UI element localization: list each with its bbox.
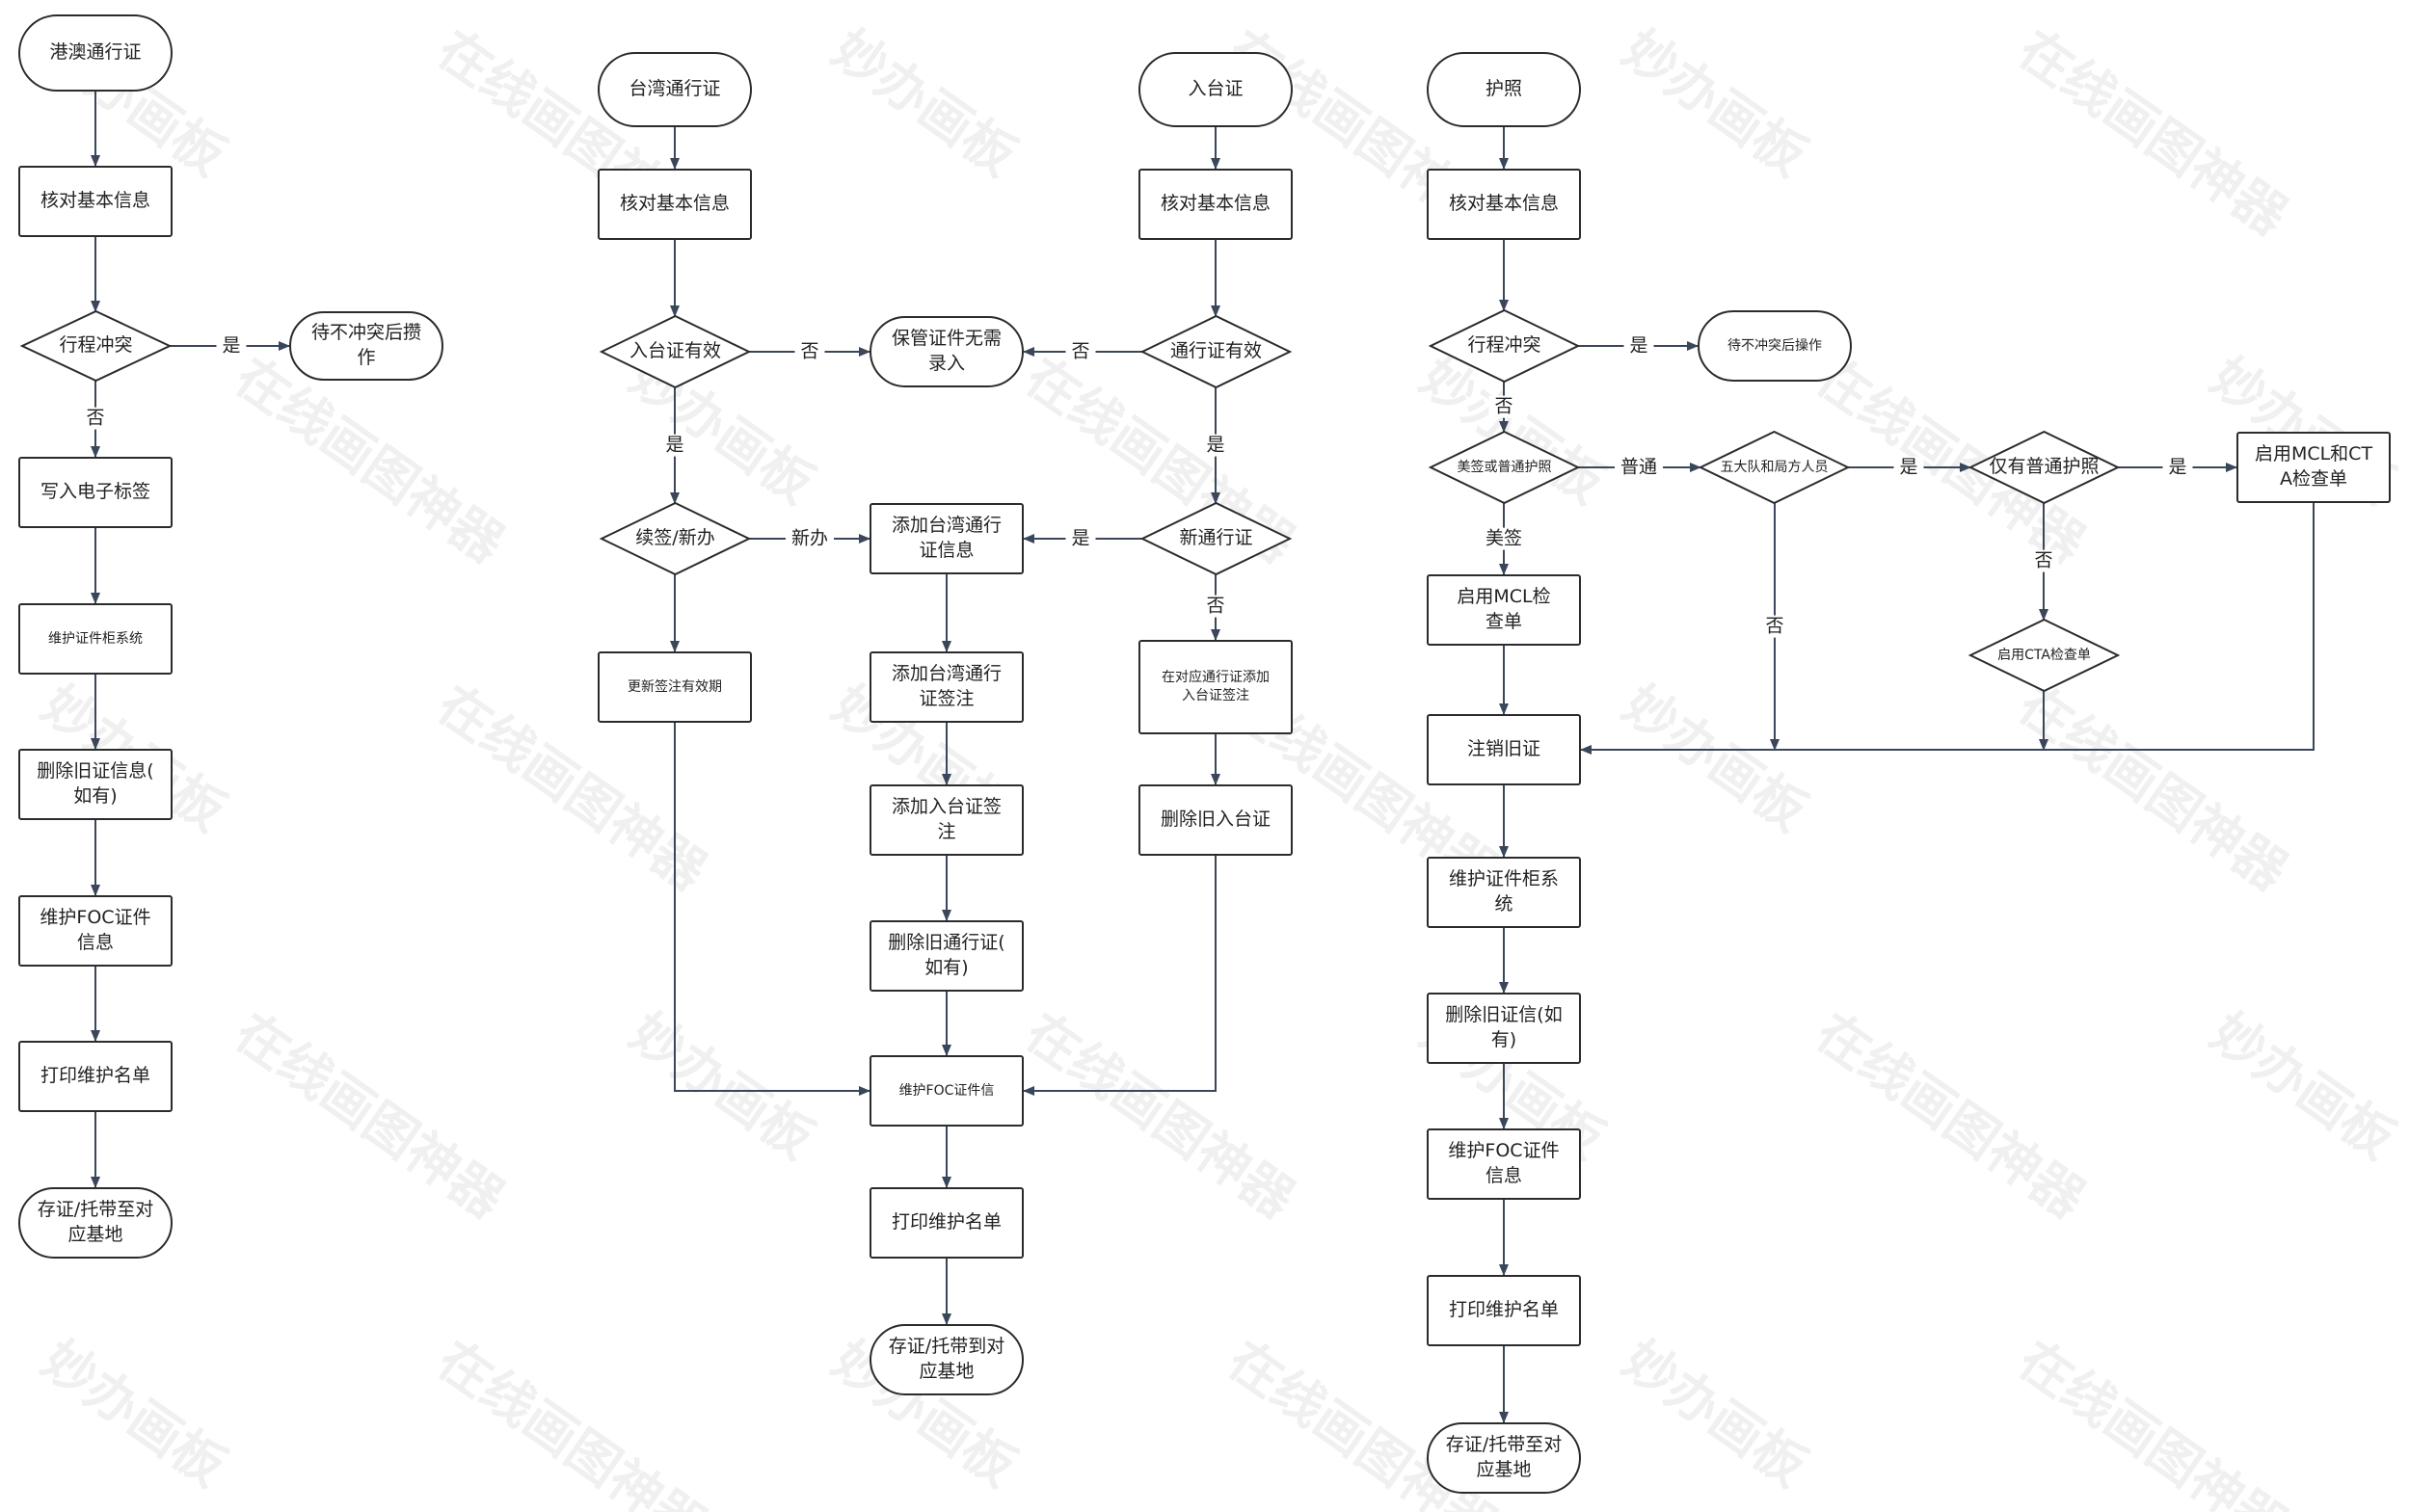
hk-store-terminal[interactable]: 存证/托带至对 应基地 [18, 1187, 173, 1259]
hk-yes-label: 是 [216, 334, 247, 358]
entry-valid-yes-label: 是 [659, 434, 690, 457]
tw-start-terminal[interactable]: 台湾通行证 [598, 52, 752, 127]
hk-start-terminal[interactable]: 港澳通行证 [18, 14, 173, 92]
pp-print-list-box[interactable]: 打印维护名单 [1427, 1275, 1581, 1346]
hk-conflict-decision[interactable]: 行程冲突 [59, 334, 133, 357]
renew-new-apply-label: 新办 [785, 527, 835, 550]
visa-normal-label: 普通 [1614, 456, 1664, 479]
permit-valid-yes-label: 是 [1200, 434, 1231, 457]
pp-maintain-foc-box[interactable]: 维护FOC证件 信息 [1427, 1128, 1581, 1200]
new-permit-yes-label: 是 [1065, 527, 1096, 550]
pp-start-terminal[interactable]: 护照 [1427, 52, 1581, 127]
entry-valid-no-label: 否 [794, 340, 825, 363]
cta-decision-shape [1967, 618, 2121, 693]
only-normal-yes-label: 是 [2162, 456, 2193, 479]
cancel-old-box[interactable]: 注销旧证 [1427, 714, 1581, 785]
hk-print-list-box[interactable]: 打印维护名单 [18, 1041, 173, 1112]
hk-write-tag-box[interactable]: 写入电子标签 [18, 457, 173, 528]
mcl-cta-box[interactable]: 启用MCL和CT A检查单 [2236, 432, 2391, 503]
pp-conflict-decision-shape [1428, 308, 1581, 384]
only-normal-no-label: 否 [2028, 549, 2059, 572]
pp-conflict-decision[interactable]: 行程冲突 [1467, 334, 1541, 357]
add-tw-visa-box[interactable]: 添加台湾通行 证签注 [870, 651, 1024, 723]
entry-valid-decision-shape [599, 314, 752, 389]
connector-pp-e13 [1580, 503, 2315, 755]
pp-wait-terminal[interactable]: 待不冲突后操作 [1698, 310, 1852, 382]
team-decision[interactable]: 五大队和局方人员 [1720, 459, 1829, 475]
delete-old-entry-box[interactable]: 删除旧入台证 [1138, 784, 1293, 856]
hk-no-label: 否 [80, 407, 111, 430]
pp-maintain-cabinet-box[interactable]: 维护证件柜系 统 [1427, 857, 1581, 928]
pp-delete-old-box[interactable]: 删除旧证信(如 有) [1427, 993, 1581, 1064]
entry-start-terminal[interactable]: 入台证 [1138, 52, 1293, 127]
hk-maintain-foc-box[interactable]: 维护FOC证件 信息 [18, 895, 173, 967]
visa-type-decision-shape [1428, 430, 1581, 505]
update-visa-box[interactable]: 更新签注有效期 [598, 651, 752, 723]
new-permit-no-label: 否 [1200, 595, 1231, 618]
permit-valid-no-label: 否 [1065, 340, 1096, 363]
only-normal-decision-shape [1967, 430, 2121, 505]
hk-maintain-cabinet-box[interactable]: 维护证件柜系统 [18, 603, 173, 675]
connector-tw-e19 [1023, 856, 1217, 1096]
delete-old-permit-box[interactable]: 删除旧通行证( 如有) [870, 920, 1024, 992]
tw-maintain-foc-box[interactable]: 维护FOC证件信 [870, 1055, 1024, 1127]
mcl-box[interactable]: 启用MCL检 查单 [1427, 574, 1581, 646]
only-normal-decision[interactable]: 仅有普通护照 [1989, 456, 2100, 478]
hk-wait-terminal[interactable]: 待不冲突后攒 作 [289, 311, 443, 381]
renew-new-decision-shape [599, 501, 752, 576]
renew-new-decision[interactable]: 续签/新办 [635, 527, 715, 549]
keep-docs-terminal[interactable]: 保管证件无需 录入 [870, 316, 1024, 387]
hk-check-info-box[interactable]: 核对基本信息 [18, 166, 173, 237]
hk-conflict-decision-shape [19, 309, 173, 383]
tw-print-list-box[interactable]: 打印维护名单 [870, 1187, 1024, 1259]
team-no-label: 否 [1759, 615, 1790, 638]
permit-valid-decision-shape [1139, 314, 1293, 389]
team-decision-shape [1698, 430, 1851, 505]
team-yes-label: 是 [1893, 456, 1924, 479]
entry-valid-decision[interactable]: 入台证有效 [629, 340, 721, 362]
tw-check-info-box[interactable]: 核对基本信息 [598, 169, 752, 240]
new-permit-decision[interactable]: 新通行证 [1179, 527, 1253, 549]
add-entry-visa-box[interactable]: 添加入台证签 注 [870, 784, 1024, 856]
tw-store-terminal[interactable]: 存证/托带到对 应基地 [870, 1324, 1024, 1395]
pp-check-info-box[interactable]: 核对基本信息 [1427, 169, 1581, 240]
visa-type-decision[interactable]: 美签或普通护照 [1457, 459, 1552, 475]
entry-check-info-box[interactable]: 核对基本信息 [1138, 169, 1293, 240]
permit-valid-decision[interactable]: 通行证有效 [1169, 340, 1262, 362]
hk-delete-old-box[interactable]: 删除旧证信息( 如有) [18, 749, 173, 820]
cta-decision[interactable]: 启用CTA检查单 [1997, 647, 2091, 663]
connector-tw-e18 [674, 723, 870, 1096]
decision-layer [19, 308, 2121, 693]
visa-us-label: 美签 [1479, 527, 1529, 550]
pp-store-terminal[interactable]: 存证/托带至对 应基地 [1427, 1422, 1581, 1494]
add-entry-corr-box[interactable]: 在对应通行证添加 入台证签注 [1138, 640, 1293, 734]
add-tw-info-box[interactable]: 添加台湾通行 证信息 [870, 503, 1024, 574]
new-permit-decision-shape [1139, 501, 1293, 576]
pp-conflict-no-label: 否 [1488, 395, 1519, 418]
pp-conflict-yes-label: 是 [1623, 334, 1654, 358]
